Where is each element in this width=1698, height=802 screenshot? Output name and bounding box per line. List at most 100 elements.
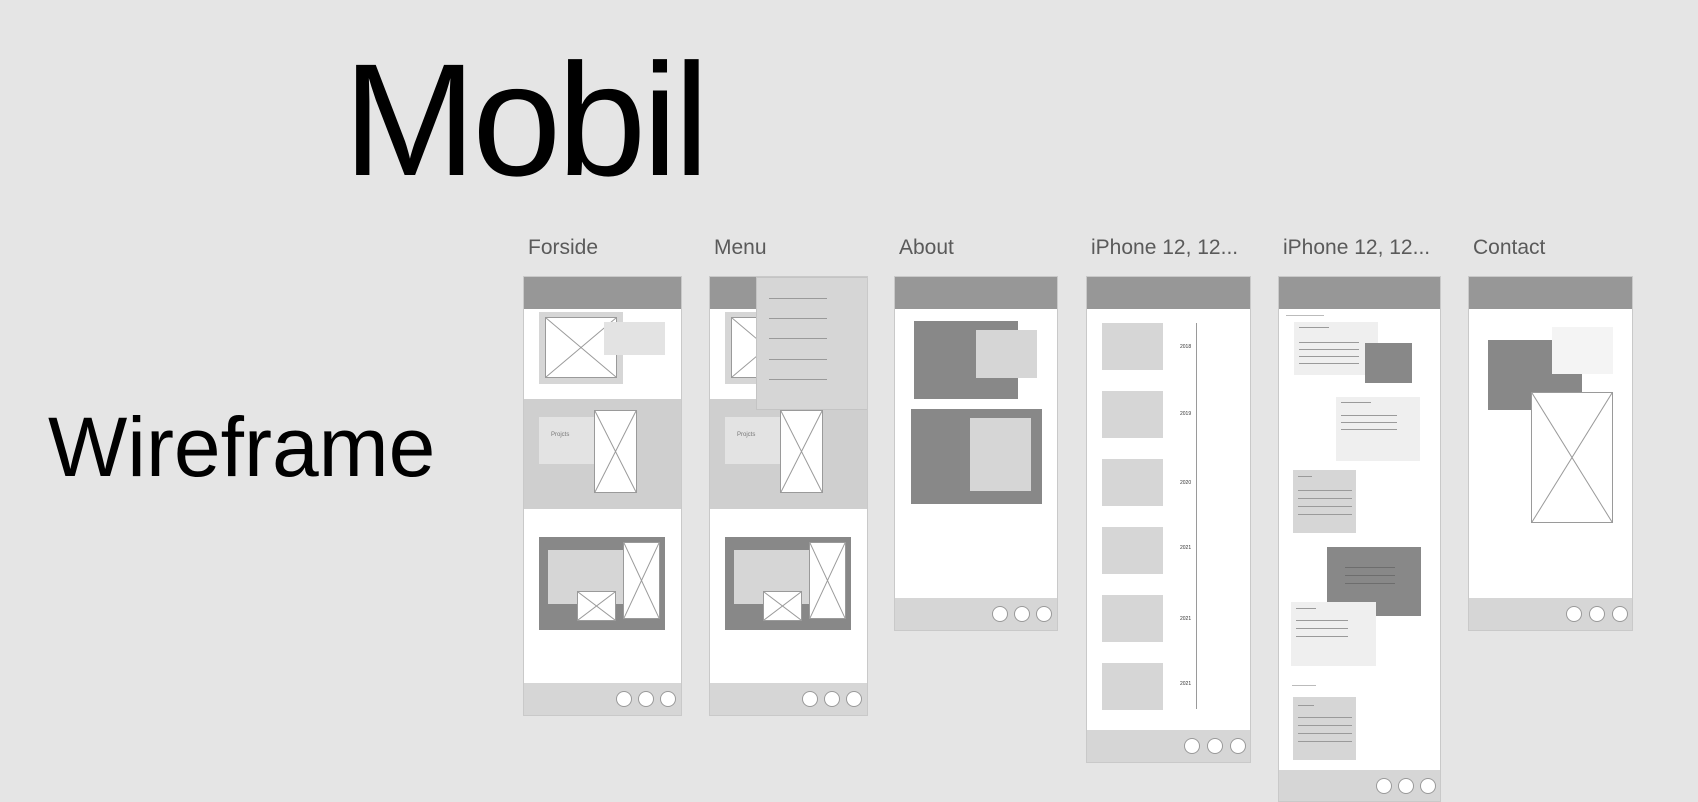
projects-label: Projcts [551,432,570,438]
frame-label-iphone-timeline[interactable]: iPhone 12, 12... [1091,236,1239,259]
card-text-line [1298,717,1352,718]
timeline-thumb [1102,595,1163,642]
frame-iphone-projects[interactable] [1278,276,1441,802]
social-icon[interactable] [846,691,862,707]
menu-item[interactable] [769,379,827,380]
frame-label-iphone-projects[interactable]: iPhone 12, 12... [1283,236,1431,259]
frame-label-forside[interactable]: Forside [528,236,599,259]
footer-bar [1087,730,1250,762]
social-icon[interactable] [1398,778,1414,794]
card-text-line [1296,620,1348,621]
social-icon[interactable] [1036,606,1052,622]
timeline-year: 2021 [1180,681,1192,687]
timeline-thumb [1102,663,1163,710]
frame-forside[interactable]: Projcts [523,276,682,716]
frame-label-about[interactable]: About [899,236,954,259]
header-bar [895,277,1057,309]
about-light-block [976,330,1037,378]
card-text-line [1341,415,1397,416]
card-text-line [1298,733,1352,734]
social-icon[interactable] [1589,606,1605,622]
card-text-line [1345,583,1395,584]
menu-item[interactable] [769,359,827,360]
projects-text-block [539,417,597,464]
card-text-line [1296,628,1348,629]
timeline-year: 2019 [1180,411,1192,417]
timeline-axis [1196,323,1197,709]
social-icon[interactable] [1230,738,1246,754]
project-card[interactable] [1293,470,1356,533]
header-bar [1469,277,1632,309]
footer-bar [1469,598,1632,630]
header-bar [1087,277,1250,309]
section-rule [1286,315,1324,316]
gallery-tall-image [623,542,660,619]
card-text-line [1299,363,1359,364]
social-icon[interactable] [1014,606,1030,622]
card-title-line [1341,402,1371,403]
footer-bar [895,598,1057,630]
project-card[interactable] [1293,697,1356,760]
gallery-small-image [763,591,802,621]
social-icon[interactable] [1184,738,1200,754]
header-bar [1279,277,1440,309]
social-icon[interactable] [1612,606,1628,622]
frame-contact[interactable] [1468,276,1633,631]
menu-item[interactable] [769,298,827,299]
social-icon[interactable] [1566,606,1582,622]
projects-image-placeholder [594,410,637,493]
card-text-line [1298,498,1352,499]
frame-menu[interactable]: Projcts [709,276,868,716]
timeline-year: 2018 [1180,344,1192,350]
social-icon[interactable] [638,691,654,707]
gallery-tall-image [809,542,846,619]
page-title: Mobil [343,30,709,209]
page-subtitle: Wireframe [48,400,436,494]
timeline-year: 2021 [1180,616,1192,622]
card-text-line [1341,429,1397,430]
social-icon[interactable] [1207,738,1223,754]
projects-image-placeholder [780,410,823,493]
card-text-line [1299,356,1359,357]
social-icon[interactable] [824,691,840,707]
timeline-thumb [1102,323,1163,370]
card-text-line [1298,514,1352,515]
menu-item[interactable] [769,338,827,339]
timeline-year: 2020 [1180,480,1192,486]
card-text-line [1298,506,1352,507]
header-bar [524,277,681,309]
about-light-block-2 [970,418,1031,491]
card-text-line [1299,349,1359,350]
timeline-year: 2021 [1180,545,1192,551]
social-icon[interactable] [660,691,676,707]
card-text-line [1299,342,1359,343]
hero-text-block [604,322,665,355]
card-title-line [1299,327,1329,328]
frame-label-contact[interactable]: Contact [1473,236,1546,259]
project-card[interactable] [1336,397,1420,461]
card-title-line [1298,476,1312,477]
card-text-line [1345,575,1395,576]
social-icon[interactable] [1376,778,1392,794]
card-title-line [1296,608,1316,609]
card-text-line [1296,636,1348,637]
social-icon[interactable] [992,606,1008,622]
social-icon[interactable] [802,691,818,707]
social-icon[interactable] [1420,778,1436,794]
projects-label: Projcts [737,432,756,438]
footer-bar [710,683,867,715]
project-card[interactable] [1294,322,1378,375]
gallery-small-image [577,591,616,621]
project-card-image [1365,343,1412,383]
social-icon[interactable] [616,691,632,707]
contact-light-block [1552,327,1613,374]
menu-overlay[interactable] [756,277,867,410]
frame-label-menu[interactable]: Menu [714,236,767,259]
footer-bar [1279,770,1440,801]
menu-item[interactable] [769,318,827,319]
frame-iphone-timeline[interactable]: 2018 2019 2020 2021 2021 2021 [1086,276,1251,763]
card-text-line [1298,741,1352,742]
frame-about[interactable] [894,276,1058,631]
project-card[interactable] [1291,602,1376,666]
section-rule [1292,685,1316,686]
